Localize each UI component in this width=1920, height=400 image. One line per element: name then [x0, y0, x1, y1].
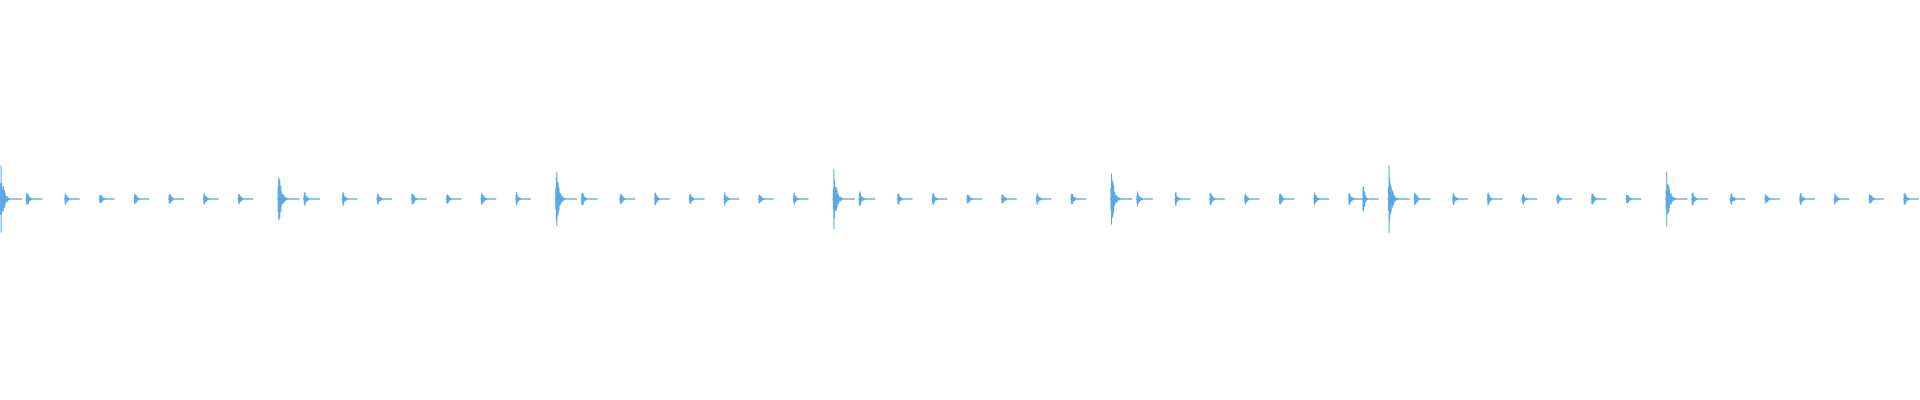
tick-hit [1764, 194, 1781, 204]
tick-hit [1035, 193, 1052, 205]
tick-hit [341, 192, 358, 206]
accent-tail [25, 193, 43, 205]
tick-hit [237, 194, 254, 204]
accent-tail [1691, 192, 1709, 206]
tick-hit [1313, 192, 1330, 206]
tick-hit [1209, 193, 1225, 205]
tick-hit [792, 192, 809, 206]
tick-hit [98, 194, 115, 204]
tick-hit [168, 194, 184, 204]
accent-tail [1135, 191, 1153, 207]
tick-hit [1729, 193, 1746, 205]
tick-hit [1625, 194, 1642, 204]
tick-hit [411, 193, 427, 205]
accent-tail [858, 191, 876, 207]
tick-hit [619, 193, 636, 205]
tick-hit [966, 194, 983, 204]
tick-hit [1799, 193, 1815, 205]
tick-hit [931, 192, 948, 206]
tick-hit [1278, 193, 1295, 205]
tick-hit [515, 191, 531, 207]
tick-hit [723, 191, 740, 207]
tick-hit [1070, 193, 1087, 205]
accent-tail [1413, 192, 1431, 206]
accent-hit [1665, 171, 1688, 227]
tick-hit [64, 193, 80, 205]
tick-hit [1000, 194, 1017, 204]
tick-hit [1243, 193, 1260, 205]
tick-hit [133, 193, 150, 205]
tick-hit [1486, 192, 1503, 206]
tick-hit [1452, 192, 1468, 206]
accent-hit [1109, 173, 1133, 225]
tick-hit [376, 193, 393, 205]
tick-hit [445, 194, 462, 204]
tick-hit [1556, 193, 1572, 205]
accent-tail [303, 192, 321, 206]
accent-hit [1387, 165, 1410, 233]
tick-hit [1590, 193, 1607, 205]
tick-hit [202, 193, 219, 205]
accent-hit [0, 165, 22, 233]
tick-hit [688, 193, 705, 205]
accent-hit [554, 171, 578, 227]
extra-hit [1361, 186, 1379, 212]
waveform-lines [0, 165, 1919, 233]
tick-hit [758, 194, 774, 204]
tick-hit [480, 192, 497, 206]
accent-hit [277, 177, 300, 221]
accent-tail [580, 192, 598, 206]
tick-hit [1174, 191, 1191, 207]
tick-hit [653, 192, 670, 206]
tick-hit [1903, 193, 1919, 205]
tick-hit [1521, 193, 1538, 205]
accent-hit [832, 168, 855, 230]
tick-hit [896, 193, 913, 205]
tick-hit [1868, 194, 1885, 204]
tick-hit [1833, 193, 1850, 205]
